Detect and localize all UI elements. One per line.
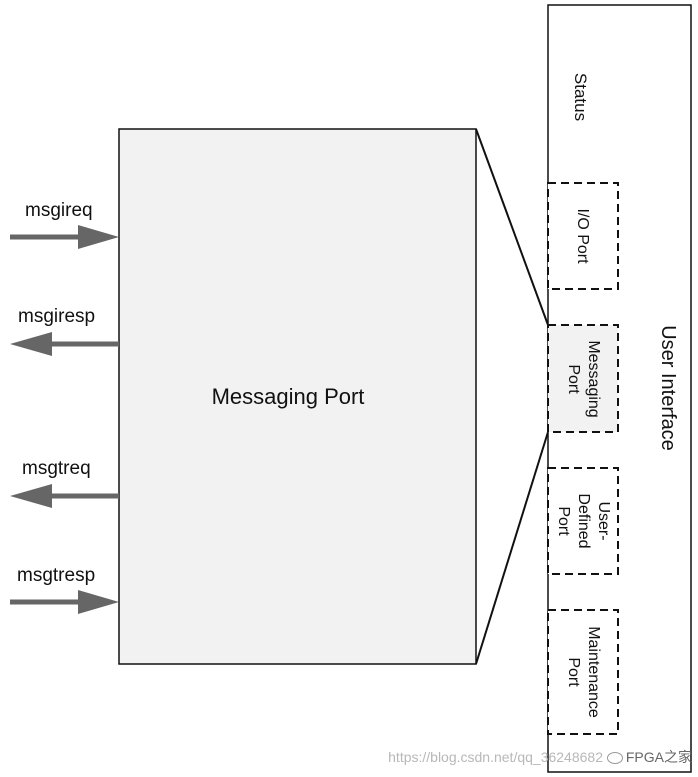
arrowhead-out-msgiresp [10, 332, 52, 356]
maintenance-port-label-line1: Maintenance [585, 626, 602, 718]
messaging-port-label-line2: Port [565, 364, 582, 394]
signal-msgtresp: msgtresp [10, 565, 119, 614]
io-port-label: I/O Port [574, 208, 591, 264]
watermark-url: https://blog.csdn.net/qq_36248682 [388, 749, 603, 765]
signal-label-msgtreq: msgtreq [22, 458, 91, 479]
messaging-port-label-line1: Messaging [585, 340, 602, 417]
signal-msgiresp: msgiresp [10, 306, 119, 356]
arrowhead-out-msgtreq [10, 484, 52, 508]
wechat-icon [606, 752, 623, 765]
signal-msgtreq: msgtreq [10, 458, 119, 508]
zoom-line-top [475, 128, 549, 326]
watermark-brand: FPGA之家 [625, 749, 692, 765]
user-defined-port-label-line3: Port [555, 506, 572, 536]
maintenance-port-label-line2: Port [565, 657, 582, 687]
signal-label-msgiresp: msgiresp [18, 306, 95, 327]
user-defined-port-label-line2: Defined [575, 493, 592, 548]
arrowhead-in-msgtresp [78, 590, 119, 614]
user-interface-title: User Interface [657, 325, 679, 451]
signal-label-msgtresp: msgtresp [17, 565, 95, 586]
watermark: https://blog.csdn.net/qq_36248682 FPGA之家 [388, 747, 692, 767]
zoom-line-bottom [475, 431, 549, 665]
maintenance-port-box [547, 609, 619, 735]
user-defined-port-box [547, 467, 619, 575]
io-port-box [547, 182, 619, 290]
signal-label-msgireq: msgireq [25, 200, 93, 221]
messaging-port-block [118, 128, 477, 665]
messaging-port-block-label: Messaging Port [212, 384, 365, 409]
messaging-port-box [547, 324, 619, 433]
arrowhead-in-msgireq [78, 225, 119, 249]
status-label: Status [571, 73, 590, 121]
signal-msgireq: msgireq [10, 200, 119, 249]
user-defined-port-label-line1: User- [595, 501, 612, 540]
